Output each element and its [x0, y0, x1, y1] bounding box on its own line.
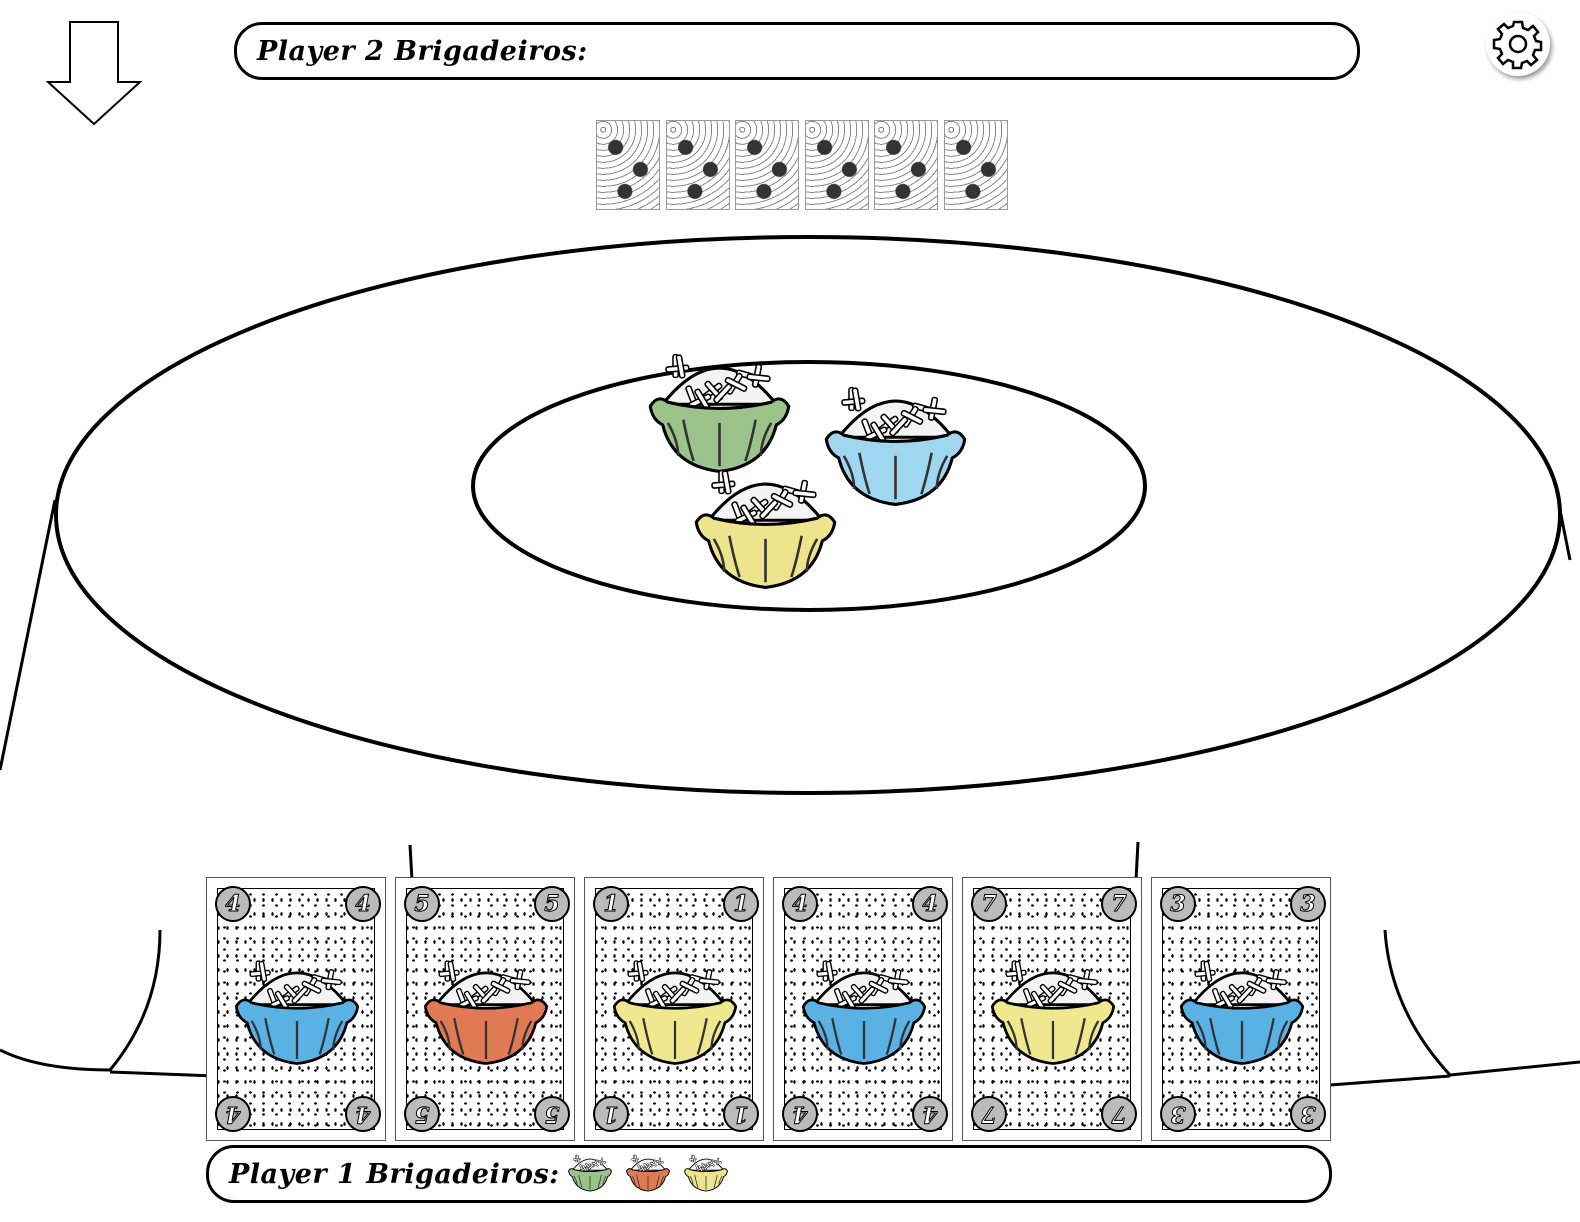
brigadeiro-green[interactable]: [642, 342, 797, 481]
card-number: 5: [534, 1096, 570, 1132]
card-number: 4: [345, 1096, 381, 1132]
card-brigadeiro: [607, 950, 743, 1072]
opponent-card-back: [804, 120, 869, 210]
opponent-card-back: [596, 120, 660, 210]
player2-label: Player 2 Brigadeiros:: [257, 35, 588, 67]
card-number: 5: [404, 886, 440, 922]
hand-card[interactable]: 5 5 5 5: [395, 877, 575, 1141]
opponent-card-back: [665, 120, 730, 210]
hand-card[interactable]: 1 1 1 1: [584, 877, 764, 1141]
settings-button[interactable]: [1486, 12, 1550, 76]
gear-icon: [1492, 20, 1543, 70]
card-number: 4: [912, 1096, 948, 1132]
card-number: 4: [345, 886, 381, 922]
player1-score-bar: Player 1 Brigadeiros:: [206, 1145, 1332, 1203]
card-brigadeiro: [985, 950, 1121, 1072]
opponent-card-back: [735, 120, 799, 210]
arrow-down-icon[interactable]: [46, 20, 144, 128]
collected-brigadeiro: [682, 1151, 730, 1197]
card-number: 1: [593, 886, 629, 922]
hand-card[interactable]: 4 4 4 4: [206, 877, 386, 1141]
player1-label: Player 1 Brigadeiros:: [229, 1158, 560, 1190]
card-number: 3: [1160, 1096, 1196, 1132]
hand-card[interactable]: 3 3 3 3: [1151, 877, 1331, 1141]
card-number: 5: [404, 1096, 440, 1132]
card-brigadeiro: [418, 950, 554, 1072]
collected-brigadeiro: [624, 1151, 672, 1197]
card-number: 4: [782, 886, 818, 922]
player1-collected: [566, 1151, 730, 1197]
card-number: 7: [971, 886, 1007, 922]
player2-score-bar: Player 2 Brigadeiros:: [234, 22, 1360, 80]
card-number: 4: [782, 1096, 818, 1132]
hand-card[interactable]: 7 7 7 7: [962, 877, 1142, 1141]
card-number: 4: [912, 886, 948, 922]
hand-card[interactable]: 4 4 4 4: [773, 877, 953, 1141]
card-brigadeiro: [796, 950, 932, 1072]
card-number: 1: [723, 1096, 759, 1132]
card-brigadeiro: [229, 950, 365, 1072]
brigadeiro-blue[interactable]: [818, 375, 973, 514]
card-brigadeiro: [1174, 950, 1310, 1072]
card-number: 7: [1101, 1096, 1137, 1132]
card-number: 7: [971, 1096, 1007, 1132]
center-play-area: [471, 360, 1147, 612]
opponent-card-back: [874, 120, 938, 210]
collected-brigadeiro: [566, 1151, 614, 1197]
card-number: 3: [1160, 886, 1196, 922]
card-number: 4: [215, 886, 251, 922]
card-number: 3: [1290, 886, 1326, 922]
brigadeiro-yellow[interactable]: [688, 458, 843, 597]
card-number: 5: [534, 886, 570, 922]
card-number: 7: [1101, 886, 1137, 922]
opponent-card-back: [943, 120, 1008, 210]
card-number: 3: [1290, 1096, 1326, 1132]
card-number: 1: [723, 886, 759, 922]
card-number: 4: [215, 1096, 251, 1132]
card-number: 1: [593, 1096, 629, 1132]
